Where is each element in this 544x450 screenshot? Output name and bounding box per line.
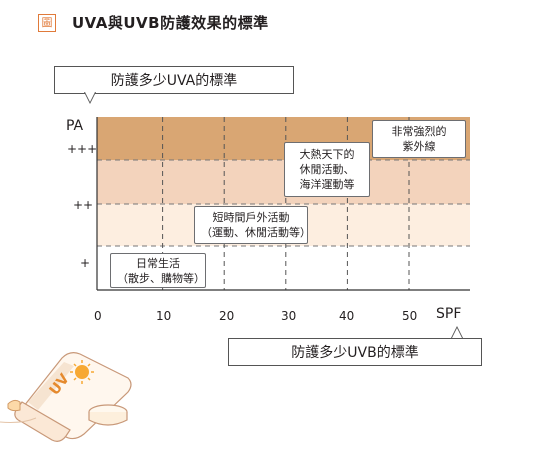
sunscreen-illustration: UV bbox=[0, 352, 132, 442]
figure-label: 圖 bbox=[38, 14, 56, 32]
activity-short-outdoor-line-2: （運動、休閒活動等） bbox=[201, 226, 311, 239]
x-tick-10: 10 bbox=[156, 309, 172, 323]
uva-callout: 防護多少UVA的標準 bbox=[54, 66, 294, 94]
activity-strong-uv-line-1: 非常強烈的 bbox=[391, 125, 447, 138]
x-tick-30: 30 bbox=[281, 309, 297, 323]
activity-daily-life-line-1: 日常生活 bbox=[136, 256, 180, 270]
y-axis-name: PA bbox=[66, 118, 84, 134]
x-tick-50: 50 bbox=[402, 309, 418, 323]
y-tick-level-3: +++ bbox=[67, 142, 98, 156]
figure-title: UVA與UVB防護效果的標準 bbox=[72, 14, 269, 32]
activity-hot-day-line-1: 大熱天下的 bbox=[299, 148, 355, 161]
uvb-callout: 防護多少UVB的標準 bbox=[228, 338, 482, 366]
x-tick-20: 20 bbox=[219, 309, 235, 323]
x-tick-0: 0 bbox=[94, 309, 102, 323]
uva-callout-tail-fill bbox=[85, 92, 95, 102]
activity-strong-uv-line-2: 紫外線 bbox=[402, 140, 436, 153]
y-tick-level-2: ++ bbox=[73, 198, 94, 212]
activity-hot-day-line-2: 休閒活動、 bbox=[299, 163, 355, 176]
pa-zone-3 bbox=[97, 160, 470, 204]
tube-cap bbox=[88, 404, 128, 426]
sun-icon bbox=[70, 360, 94, 384]
sunscreen-tube bbox=[0, 352, 132, 442]
activity-short-outdoor: 短時間戶外活動 （運動、休閒活動等） bbox=[194, 206, 311, 244]
activity-daily-life-line-2: （散步、購物等） bbox=[117, 271, 205, 285]
y-tick-level-1: + bbox=[80, 256, 91, 270]
x-axis-name: SPF bbox=[436, 306, 462, 322]
activity-strong-uv: 非常強烈的 紫外線 bbox=[372, 120, 466, 158]
activity-short-outdoor-line-1: 短時間戶外活動 bbox=[212, 211, 290, 224]
uvb-callout-tail-fill bbox=[452, 328, 462, 338]
activity-hot-day: 大熱天下的 休閒活動、 海洋運動等 bbox=[284, 142, 370, 197]
activity-hot-day-line-3: 海洋運動等 bbox=[299, 178, 355, 191]
activity-daily-life: 日常生活 （散步、購物等） bbox=[110, 253, 206, 288]
x-tick-40: 40 bbox=[339, 309, 355, 323]
